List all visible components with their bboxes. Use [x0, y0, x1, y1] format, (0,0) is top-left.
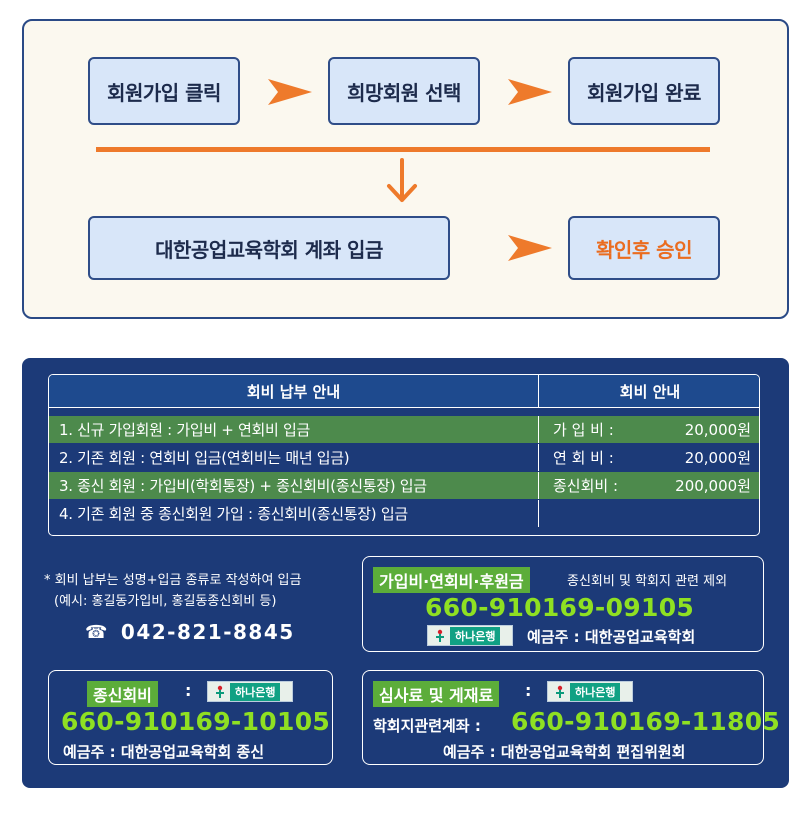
row-description: 4. 기존 회원 중 종신회원 가입 : 종신회비(종신통장) 입금: [49, 500, 539, 527]
payment-note: * 회비 납부는 성명+입금 종류로 작성하여 입금 (예시: 홍길동가입비, …: [44, 570, 301, 612]
journal-account-holder: 예금주 : 대한공업교육학회 편집위원회: [443, 743, 686, 761]
lifetime-account-tag: 종신회비: [87, 681, 158, 707]
note-line: * 회비 납부는 성명+입금 종류로 작성하여 입금: [44, 573, 302, 588]
separator-colon: :: [185, 681, 192, 700]
general-account-box: 가입비·연회비·후원금 종신회비 및 학회지 관련 제외 660-910169-…: [362, 556, 764, 652]
fee-label: 가 입 비 :: [553, 421, 614, 439]
row-description: 1. 신규 가입회원 : 가입비 + 연회비 입금: [49, 416, 539, 443]
fee-table: 회비 납부 안내 회비 안내 1. 신규 가입회원 : 가입비 + 연회비 입금…: [48, 374, 760, 536]
bank-logo: 하나은행: [427, 625, 513, 646]
journal-account-number: 660-910169-11805: [511, 707, 781, 736]
bank-name: 하나은행: [230, 682, 281, 701]
hana-bank-icon: [216, 685, 224, 698]
flow-divider-line: [96, 147, 710, 152]
bank-logo: 하나은행: [547, 681, 633, 702]
contact-phone: ☎ 042-821-8845: [85, 620, 295, 644]
table-row: 3. 종신 회원 : 가입비(학회통장) + 종신회비(종신통장) 입금 종신회…: [49, 472, 759, 499]
step-signup-complete: 회원가입 완료: [568, 57, 720, 125]
general-account-holder: 예금주 : 대한공업교육학회: [527, 628, 696, 646]
lifetime-account-holder: 예금주 : 대한공업교육학회 종신: [63, 743, 265, 761]
fee-table-header-payment: 회비 납부 안내: [49, 375, 539, 408]
journal-account-label: 학회지관련계좌 :: [373, 717, 481, 735]
hana-bank-icon: [556, 685, 564, 698]
fee-amount: 20,000원: [684, 449, 751, 467]
phone-number: 042-821-8845: [120, 620, 295, 644]
bank-name: 하나은행: [450, 626, 501, 645]
step-approval: 확인후 승인: [568, 216, 720, 280]
arrow-right-icon: [268, 79, 312, 105]
fee-table-header-fees: 회비 안내: [539, 375, 759, 408]
table-row: 4. 기존 회원 중 종신회원 가입 : 종신회비(종신통장) 입금: [49, 500, 759, 527]
fee-amount: 200,000원: [675, 477, 751, 495]
bank-name: 하나은행: [570, 682, 621, 701]
note-line: (예시: 홍길동가입비, 홍길동종신회비 등): [54, 594, 277, 609]
lifetime-account-box: 종신회비 : 하나은행 660-910169-10105 예금주 : 대한공업교…: [48, 670, 333, 765]
step-signup-click: 회원가입 클릭: [88, 57, 240, 125]
arrow-right-icon: [508, 235, 552, 261]
journal-account-tag: 심사료 및 게재료: [373, 681, 500, 707]
bank-logo: 하나은행: [207, 681, 293, 702]
row-description: 2. 기존 회원 : 연회비 입금(연회비는 매년 입금): [49, 444, 539, 471]
arrow-down-icon: [386, 158, 418, 204]
fee-amount: 20,000원: [684, 421, 751, 439]
row-description: 3. 종신 회원 : 가입비(학회통장) + 종신회비(종신통장) 입금: [49, 472, 539, 499]
general-account-number: 660-910169-09105: [425, 593, 695, 622]
general-account-note: 종신회비 및 학회지 관련 제외: [567, 574, 728, 589]
step-select-membership: 희망회원 선택: [328, 57, 480, 125]
step-account-deposit: 대한공업교육학회 계좌 입금: [88, 216, 450, 280]
telephone-icon: ☎: [85, 621, 109, 643]
signup-flow-panel: 회원가입 클릭 희망회원 선택 회원가입 완료 대한공업교육학회 계좌 입금 확…: [22, 19, 789, 319]
separator-colon: :: [525, 681, 532, 700]
journal-account-box: 심사료 및 게재료 : 하나은행 학회지관련계좌 : 660-910169-11…: [362, 670, 780, 765]
table-row: 2. 기존 회원 : 연회비 입금(연회비는 매년 입금) 연 회 비 : 20,…: [49, 444, 759, 471]
fee-info-panel: 회비 납부 안내 회비 안내 1. 신규 가입회원 : 가입비 + 연회비 입금…: [22, 358, 789, 788]
hana-bank-icon: [436, 629, 444, 642]
fee-label: 연 회 비 :: [553, 449, 614, 467]
arrow-right-icon: [508, 79, 552, 105]
general-account-tag: 가입비·연회비·후원금: [373, 567, 530, 593]
fee-label: 종신회비 :: [553, 477, 619, 495]
lifetime-account-number: 660-910169-10105: [61, 707, 331, 736]
table-row: 1. 신규 가입회원 : 가입비 + 연회비 입금 가 입 비 : 20,000원: [49, 416, 759, 443]
